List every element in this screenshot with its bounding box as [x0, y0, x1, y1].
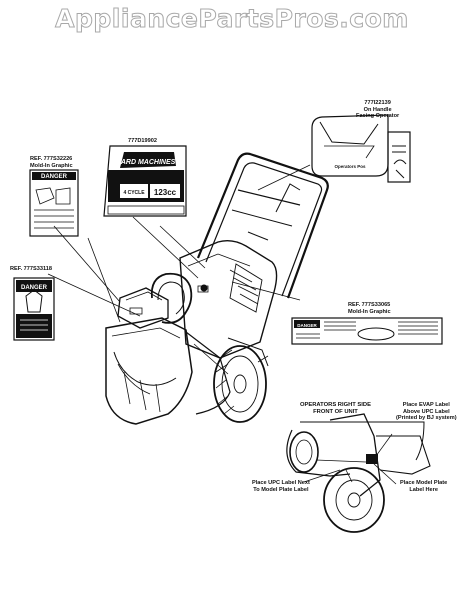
watermark: AppliancePartsPros.com	[55, 4, 409, 34]
label-777i22139: 777I22139 On Handle Facing Operator	[356, 100, 399, 120]
label-evap-line3: (Printed by BJ system)	[396, 415, 457, 422]
label-model-plate: Place Model Plate Label Here	[400, 480, 447, 493]
label-evap: Place EVAP Label Above UPC Label (Printe…	[396, 402, 457, 422]
auger-housing	[105, 317, 231, 425]
label-777s32226-ref: REF. 777S32226	[30, 156, 73, 162]
label-777s33065: REF. 777S33065 Mold-In Graphic	[348, 302, 391, 315]
label-777s33118: REF. 777S33118	[10, 266, 52, 273]
inset-title: OPERATORS RIGHT SIDE FRONT OF UNIT	[300, 402, 371, 415]
decal-danger-text-3: DANGER	[297, 323, 317, 328]
decal-stage-text: 4 CYCLE	[123, 190, 145, 196]
handle-assembly	[196, 152, 329, 299]
leader-lines	[47, 164, 311, 323]
label-777i22139-line1: On Handle	[363, 106, 392, 113]
decal-engine-text: 123cc	[154, 188, 177, 197]
right-side-inset	[286, 413, 431, 533]
label-777s33065-ref: REF. 777S33065	[348, 302, 391, 308]
label-777s33065-line1: Mold-In Graphic	[348, 308, 391, 315]
inset-title-line1: OPERATORS RIGHT SIDE	[300, 402, 371, 408]
engine-housing	[179, 239, 278, 359]
label-upc-line1: Place UPC Label Next	[252, 480, 310, 486]
label-777i22139-line2: Facing Operator	[356, 113, 400, 120]
decal-operator-text: Operators Pos	[334, 164, 366, 169]
inset-title-line2: FRONT OF UNIT	[313, 408, 358, 415]
label-upc: Place UPC Label Next To Model Plate Labe…	[252, 480, 310, 493]
label-model-plate-line2: Label Here	[409, 486, 438, 493]
label-777s32226-line1: Mold-In Graphic	[30, 162, 73, 169]
label-upc-line2: To Model Plate Label	[253, 486, 309, 493]
label-model-plate-line1: Place Model Plate	[400, 480, 448, 486]
label-777d19902: 777D19902	[128, 138, 157, 145]
label-777i22139-number: 777I22139	[364, 100, 391, 106]
label-evap-line1: Place EVAP Label	[402, 402, 450, 408]
decal-777s33118	[13, 277, 55, 341]
label-777d19902-number: 777D19902	[128, 138, 157, 144]
decal-danger-text-2: DANGER	[21, 285, 48, 291]
label-777s32226: REF. 777S32226 Mold-In Graphic	[30, 156, 73, 169]
wheel	[213, 337, 269, 423]
decal-777s33065	[291, 317, 443, 345]
decal-brand-text: YARD MACHINES	[117, 159, 176, 166]
label-evap-line2: Above UPC Label	[403, 408, 450, 415]
decal-danger-text-1: DANGER	[41, 174, 68, 180]
decal-text-group: YARD MACHINES 4 CYCLE 123cc DANGER DANGE…	[21, 159, 366, 328]
decal-777d19902	[103, 145, 187, 217]
label-777s33118-ref: REF. 777S33118	[10, 266, 52, 272]
decal-777s32226	[29, 169, 79, 237]
decal-777i22139	[311, 114, 411, 183]
